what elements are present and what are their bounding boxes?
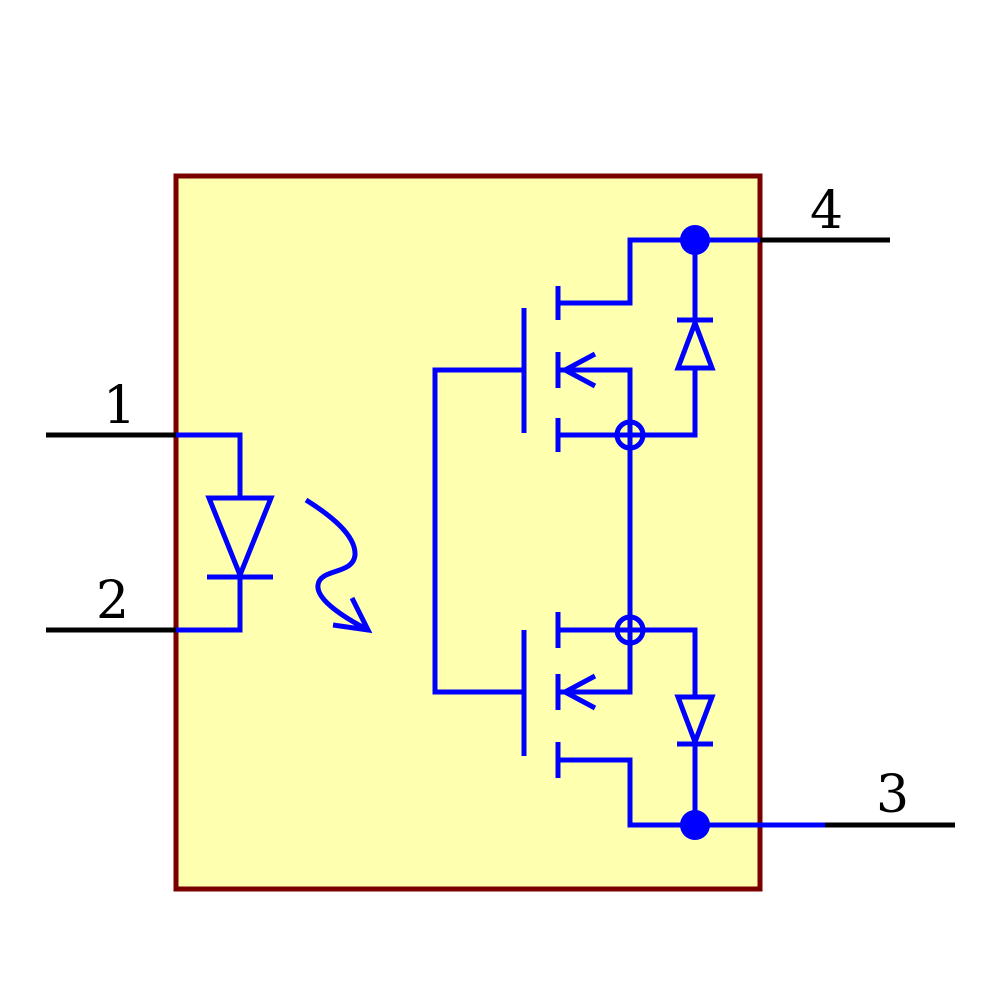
lower-drain-wire: [558, 757, 695, 828]
external-leads: [46, 237, 955, 828]
upper-body-arrow: [559, 351, 597, 389]
input-led: [176, 432, 275, 633]
pin-label-2: 2: [96, 571, 129, 631]
upper-drain-wire: [558, 237, 695, 306]
upper-diode-wire-bottom: [644, 368, 698, 438]
lower-body-wire: [558, 644, 633, 695]
lower-body-arrow: [559, 673, 597, 711]
lower-diode-wire-top: [644, 627, 698, 697]
pin-label-3: 3: [876, 765, 909, 825]
circuit: [176, 237, 825, 828]
led-wire-top: [176, 432, 243, 498]
light-arrowhead: [332, 596, 373, 634]
lower-diode-triangle: [674, 694, 716, 750]
pin-label-1: 1: [103, 376, 136, 436]
junction-lower-source: [614, 614, 646, 646]
led-triangle: [205, 495, 275, 582]
upper-mosfet: [521, 237, 695, 452]
led-wire-bottom: [176, 577, 243, 633]
light-emission-arrow: [304, 497, 373, 634]
junction-dot-pin-4: [680, 225, 710, 255]
pin-label-4: 4: [810, 181, 843, 241]
junction-dot-pin-3: [680, 810, 710, 840]
gate-bus: [432, 367, 524, 695]
lower-mosfet: [521, 612, 695, 828]
light-wave: [304, 497, 370, 633]
upper-body-wire: [558, 367, 633, 435]
junction-upper-source: [614, 419, 646, 451]
package-body: [173, 173, 763, 892]
